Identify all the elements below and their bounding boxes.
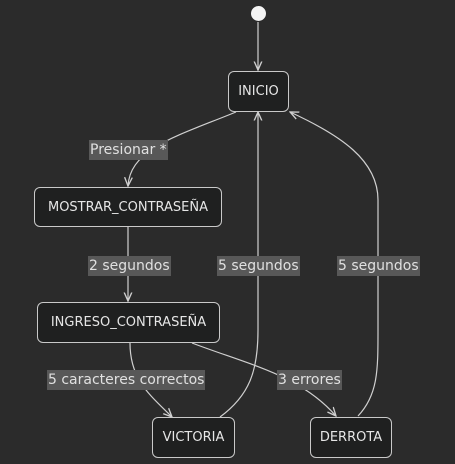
transition-label-presionar: Presionar * <box>89 140 168 160</box>
state-mostrar-contrasena: MOSTRAR_CONTRASEÑA <box>34 187 222 227</box>
state-victoria: VICTORIA <box>152 417 235 458</box>
transition-label-dos-segundos: 2 segundos <box>88 256 171 276</box>
transition-label-derrota-cinco-segundos: 5 segundos <box>337 256 420 276</box>
initial-state-dot <box>251 6 266 21</box>
state-derrota: DERROTA <box>310 417 392 458</box>
transition-label-tres-errores: 3 errores <box>277 370 342 390</box>
state-mostrar-label: MOSTRAR_CONTRASEÑA <box>47 199 209 215</box>
state-ingreso-contrasena: INGRESO_CONTRASEÑA <box>37 302 220 343</box>
transition-label-cinco-caracteres: 5 caracteres correctos <box>47 370 206 390</box>
edge-ingreso-to-derrota <box>191 342 336 416</box>
edge-derrota-to-inicio <box>290 112 379 417</box>
state-victoria-label: VICTORIA <box>162 430 225 445</box>
state-ingreso-label: INGRESO_CONTRASEÑA <box>50 315 207 330</box>
edge-victoria-to-inicio <box>219 112 258 418</box>
state-derrota-label: DERROTA <box>319 430 383 445</box>
transition-label-victoria-cinco-segundos: 5 segundos <box>217 256 300 276</box>
state-inicio-label: INICIO <box>238 84 279 99</box>
state-inicio: INICIO <box>228 71 289 112</box>
